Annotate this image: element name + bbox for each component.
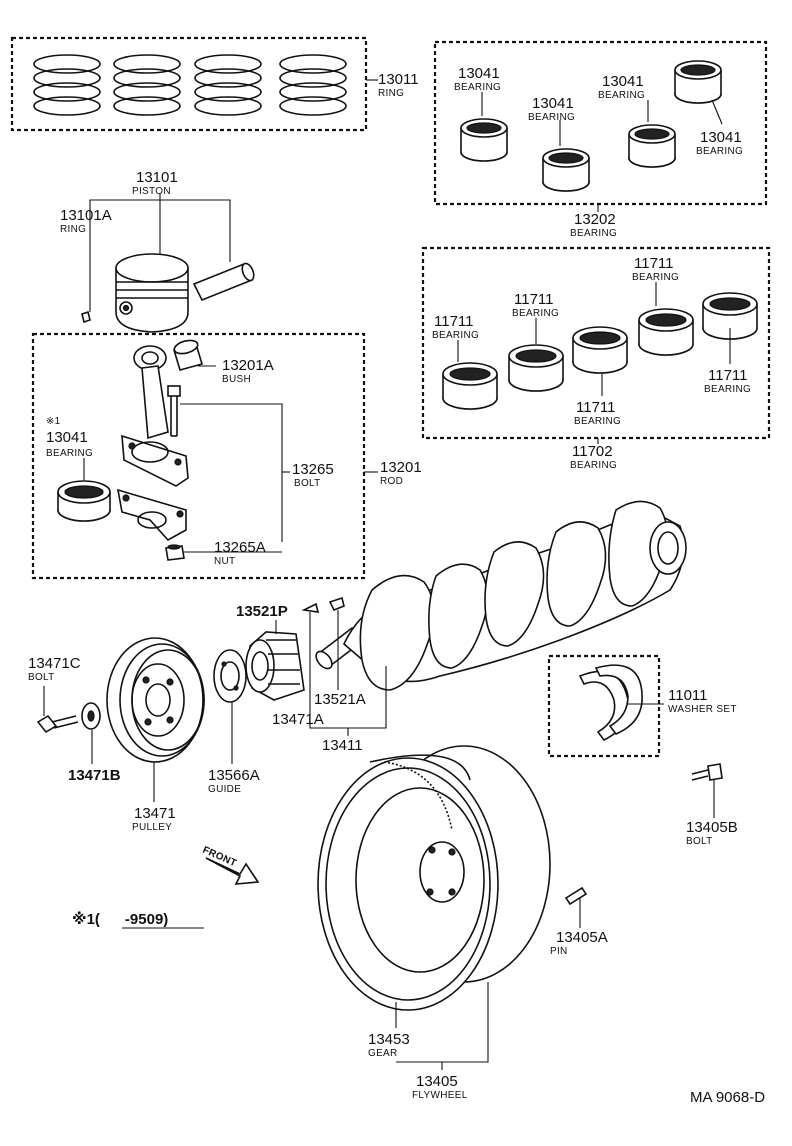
callout-main-bearing-d-name: BEARING [632,272,679,283]
drawing-code: MA 9068-D [690,1089,765,1106]
connecting-rod-illustration [121,345,189,487]
callout-conrod-bearing-c-number: 13041 [602,73,644,90]
callout-pulley-bolt-number: 13471C [28,655,81,672]
callout-rod-bearing-number: 13041 [46,429,88,446]
callout-main-bearing-c-number: 11711 [576,399,616,416]
main-bearing-box [421,246,771,440]
applicability-footnote: ※1( -9509) [72,910,168,928]
callout-washer-set-name: WASHER SET [668,704,737,715]
callout-conrod-bearing-c-name: BEARING [598,90,645,101]
callout-rod-bearing-mark: ※1 [46,416,61,427]
callout-flywheel-bolt-number: 13405B [686,819,738,836]
callout-piston-name: PISTON [132,186,171,197]
callout-main-bearing-c-name: BEARING [574,416,621,427]
callout-piston-number: 13101 [136,169,178,186]
callout-flywheel-name: FLYWHEEL [412,1090,468,1101]
pulley-illustration [106,637,205,763]
piston-ring-set-illustration [33,54,347,116]
callout-bush-number: 13201A [222,357,274,374]
piston-pin-illustration [192,262,255,302]
callout-main-bearing-a-name: BEARING [432,330,479,341]
front-arrow-icon [205,857,260,885]
callout-main-bearing-set-name: BEARING [570,460,617,471]
rod-cap-illustration [116,488,187,542]
conrod-bearing-box [433,40,768,206]
rod-bearing-illustration [57,480,111,522]
callout-ring-gear-name: GEAR [368,1048,398,1059]
callout-nut-name: NUT [214,556,235,567]
callout-crank-key-b-number: 13471A [272,711,324,728]
piston-illustration [115,253,189,333]
callout-rod-bearing-name: BEARING [46,448,93,459]
callout-pulley-bolt-name: BOLT [28,672,55,683]
callout-conrod-bearing-d-number: 13041 [700,129,742,146]
pin-illustration [564,886,588,906]
crank-key-illustration [301,596,345,613]
bush-illustration [172,339,204,371]
callout-ring-gear-number: 13453 [368,1031,410,1048]
callout-pulley-name: PULLEY [132,822,172,833]
callout-rod-name: ROD [380,476,403,487]
callout-ring-set-number: 13011 [378,71,419,88]
callout-conrod-bearing-a-number: 13041 [458,65,500,82]
leader-lines [43,79,731,1070]
callout-crank-gear-number: 13521P [236,603,288,620]
callout-main-bearing-e-number: 11711 [708,367,748,384]
callout-rod-number: 13201 [380,459,422,476]
callout-conrod-bearing-set-name: BEARING [570,228,617,239]
callout-pin-name: PIN [550,946,568,957]
callout-pulley-washer-number: 13471B [68,767,121,784]
crankshaft-illustration [315,500,687,691]
callout-washer-set-number: 11011 [668,687,708,704]
snap-ring-illustration [81,310,91,324]
callout-piston-ring-name: RING [60,224,86,235]
callout-main-bearing-e-name: BEARING [704,384,751,395]
callout-crank-key-a-number: 13521A [314,691,366,708]
ring-set-box [10,36,368,132]
callout-pulley-number: 13471 [134,805,176,822]
callout-main-bearing-set-number: 11702 [572,443,613,460]
nut-illustration [165,544,185,561]
flywheel-illustration [317,745,551,1011]
rod-bolt-illustration [167,385,181,437]
callout-pin-number: 13405A [556,929,608,946]
callout-ring-set-name: RING [378,88,404,99]
callout-main-bearing-a-number: 11711 [434,313,474,330]
callout-guide-number: 13566A [208,767,260,784]
pulley-bolt-illustration [36,714,79,734]
callout-main-bearing-d-number: 11711 [634,255,674,272]
callout-guide-name: GUIDE [208,784,241,795]
callout-conrod-bearing-b-name: BEARING [528,112,575,123]
washer-set-illustration [578,664,643,742]
callout-flywheel-bolt-name: BOLT [686,836,713,847]
callout-main-bearing-b-number: 11711 [514,291,554,308]
callout-piston-ring-number: 13101A [60,207,112,224]
callout-nut-number: 13265A [214,539,266,556]
main-bearing-illustration [442,292,758,410]
callout-crankshaft-number: 13411 [322,737,363,754]
crank-gear-illustration [245,631,305,701]
callout-main-bearing-b-name: BEARING [512,308,559,319]
callout-flywheel-number: 13405 [416,1073,458,1090]
flywheel-bolt-illustration [691,763,723,781]
guide-illustration [213,649,247,703]
callout-conrod-bearing-b-number: 13041 [532,95,574,112]
pulley-washer-illustration [81,702,101,730]
callout-conrod-bearing-d-name: BEARING [696,146,743,157]
callout-rod-bolt-name: BOLT [294,478,321,489]
conrod-bearing-illustration [460,60,722,192]
callout-rod-bolt-number: 13265 [292,461,334,478]
callout-bush-name: BUSH [222,374,251,385]
callout-conrod-bearing-a-name: BEARING [454,82,501,93]
callout-conrod-bearing-set-number: 13202 [574,211,616,228]
